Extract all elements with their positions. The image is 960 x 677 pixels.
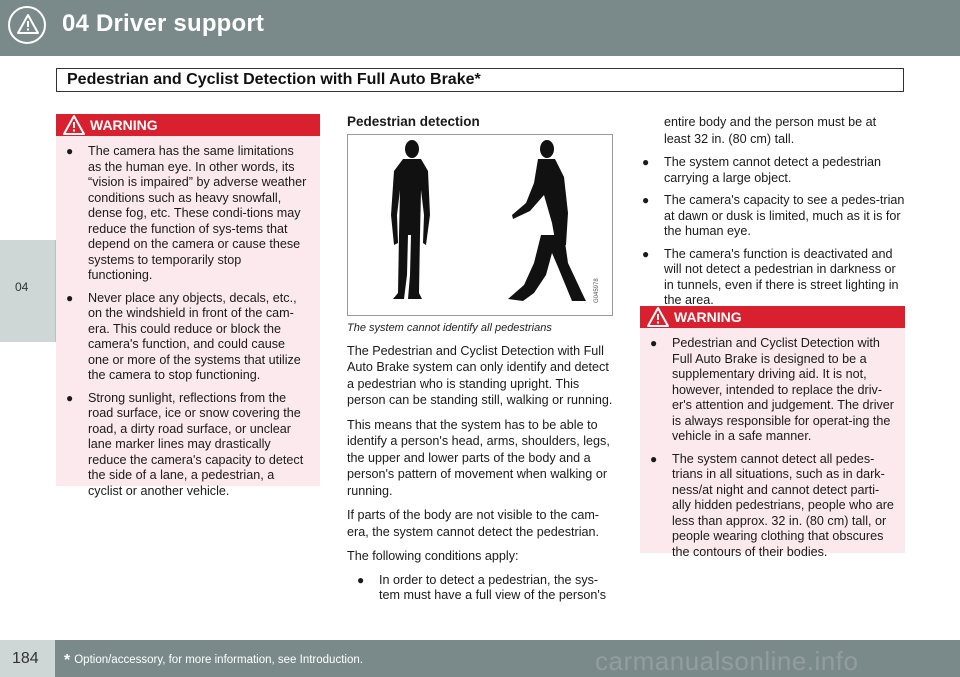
warning-circle-icon [8,6,46,44]
warning-box-right: WARNING ●Pedestrian and Cyclist Detectio… [640,306,905,559]
list-item: ●The camera's function is deactivated an… [642,246,899,308]
section-title-box: Pedestrian and Cyclist Detection with Fu… [56,68,904,92]
section-title: Pedestrian and Cyclist Detection with Fu… [67,71,481,88]
pedestrian-figure: G045978 [347,134,613,316]
paragraph: This means that the system has to be abl… [347,417,610,498]
middle-column: Pedestrian detection [347,114,615,131]
bullet-icon: ● [642,155,650,169]
paragraph: The following conditions apply: [347,549,519,563]
warning-triangle-icon [63,115,85,135]
warning-header: WARNING [56,114,320,136]
warning-title: WARNING [674,309,742,325]
warning-item: ●The system cannot detect all pedes-tria… [650,451,894,559]
bullet-icon: ● [650,451,658,466]
bullet-icon: ● [642,193,650,207]
bullet-icon: ● [66,290,74,305]
footnote: *Option/accessory, for more information,… [64,652,363,670]
list-item: ●In order to detect a pedestrian, the sy… [357,572,607,603]
figure-code: G045978 [594,278,600,303]
chapter-header-bar: 04 Driver support [0,0,960,56]
chapter-title: 04 Driver support [62,10,265,37]
pedestrian-silhouettes-icon [391,140,586,301]
paragraph: If parts of the body are not visible to … [347,508,600,539]
bullet-icon: ● [66,144,74,158]
warning-item: ●Pedestrian and Cyclist Detection with F… [650,336,894,443]
chapter-tab-label: 04 [15,280,29,294]
list-item: ●The camera's capacity to see a pedes-tr… [642,193,905,238]
warning-box-left: WARNING ●The camera has the same limitat… [56,114,320,498]
page-number: 184 [12,650,39,667]
warning-header: WARNING [640,306,905,328]
bullet-icon: ● [642,246,650,261]
section-heading: Pedestrian detection [347,114,480,129]
bullet-icon: ● [650,336,658,350]
figure-caption: The system cannot identify all pedestria… [347,322,552,334]
warning-item: ●The camera has the same limitations as … [66,144,307,282]
warning-title: WARNING [90,117,158,133]
page-footer: 184 *Option/accessory, for more informat… [0,640,960,677]
page-number-tab: 184 [0,640,55,677]
list-item: ●The system cannot detect a pedestrian c… [642,155,882,185]
watermark: carmanualsonline.info [595,646,859,676]
bullet-icon: ● [357,572,365,587]
bullet-icon: ● [66,390,74,405]
paragraph: The Pedestrian and Cyclist Detection wit… [347,343,613,408]
continued-text: entire body and the person must be at le… [664,115,877,146]
warning-triangle-icon [647,307,669,327]
warning-item: ●Never place any objects, decals, etc., … [66,290,301,383]
footnote-text: Option/accessory, for more information, … [74,654,363,666]
right-column: entire body and the person must be at le… [632,114,906,316]
middle-column-text: The system cannot identify all pedestria… [347,320,615,611]
footnote-asterisk: * [64,652,71,669]
chapter-side-tab: 04 [0,240,56,342]
warning-item: ●Strong sunlight, reflections from the r… [66,390,304,498]
